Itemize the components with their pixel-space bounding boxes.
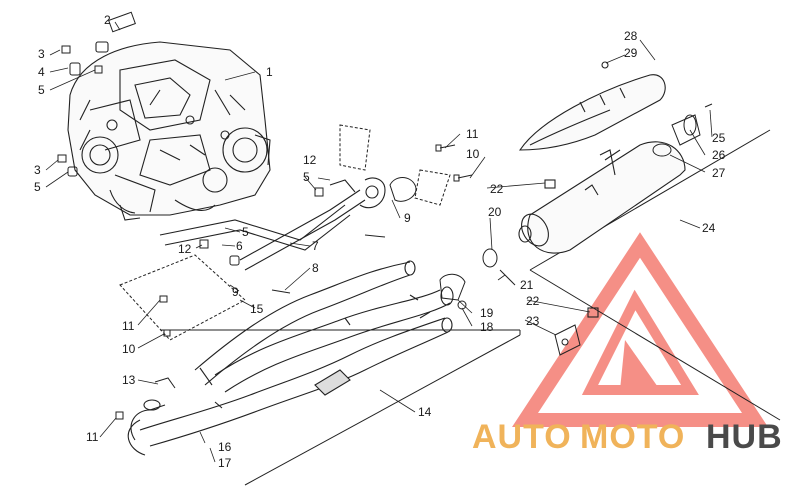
callout-21: 21 — [520, 278, 534, 292]
callout-10b: 10 — [122, 342, 136, 356]
callout-23: 23 — [526, 314, 540, 328]
heat-shield-brackets — [119, 124, 451, 341]
callout-9: 9 — [404, 211, 411, 225]
callout-12: 12 — [178, 242, 192, 256]
callout-5c: 5 — [242, 225, 249, 239]
callout-5: 5 — [38, 83, 45, 97]
callout-25: 25 — [712, 131, 726, 145]
callout-4: 4 — [38, 65, 45, 79]
heat-shield — [518, 61, 666, 151]
callout-11c: 11 — [86, 430, 99, 444]
callout-10: 10 — [466, 147, 480, 161]
callout-2: 2 — [104, 13, 111, 27]
flange-parts — [389, 177, 516, 310]
callout-22b: 22 — [526, 294, 540, 308]
callout-24: 24 — [702, 221, 716, 235]
watermark-logo — [512, 232, 768, 427]
misc-bolts — [115, 144, 473, 420]
watermark-auto: AUTO — [472, 418, 572, 456]
callout-12b: 12 — [303, 153, 317, 167]
callout-29: 29 — [624, 46, 638, 60]
callout-18: 18 — [480, 320, 494, 334]
callout-3: 3 — [38, 47, 45, 61]
tailpipe-parts — [652, 103, 713, 157]
engine-fasteners — [57, 11, 136, 177]
watermark-moto: MOTO — [580, 418, 685, 456]
callout-26: 26 — [712, 148, 726, 162]
callout-11b: 11 — [122, 319, 135, 333]
head-pipe-assembly — [159, 177, 386, 271]
muffler-assembly — [518, 141, 686, 318]
callout-11: 11 — [466, 127, 479, 141]
watermark-hub: HUB — [706, 418, 783, 456]
callout-19: 19 — [480, 306, 494, 320]
callout-22: 22 — [490, 182, 504, 196]
callout-5d: 5 — [303, 170, 310, 184]
callout-6: 6 — [236, 239, 243, 253]
callout-9b: 9 — [232, 285, 239, 299]
engine-assembly — [67, 41, 271, 221]
mount-bracket — [554, 324, 581, 356]
callout-14: 14 — [418, 405, 432, 419]
callout-16: 16 — [218, 440, 232, 454]
callout-1: 1 — [266, 65, 273, 79]
callout-13: 13 — [122, 373, 136, 387]
callout-15: 15 — [250, 302, 264, 316]
leader-lines — [45, 21, 713, 463]
callout-28: 28 — [624, 29, 638, 43]
watermark-text: AUTO MOTO HUB — [472, 418, 783, 456]
callout-20: 20 — [488, 205, 502, 219]
assembly-outlines — [160, 129, 781, 486]
callout-labels: 1 2 3 4 5 3 5 5 6 12 12 5 7 8 9 9 11 10 … — [34, 13, 726, 470]
callout-27: 27 — [712, 166, 726, 180]
y-pipe-assembly — [127, 260, 454, 456]
callout-17: 17 — [218, 456, 232, 470]
callout-7: 7 — [312, 239, 319, 253]
callout-8: 8 — [312, 261, 319, 275]
callout-3b: 3 — [34, 163, 41, 177]
callout-5b: 5 — [34, 180, 41, 194]
